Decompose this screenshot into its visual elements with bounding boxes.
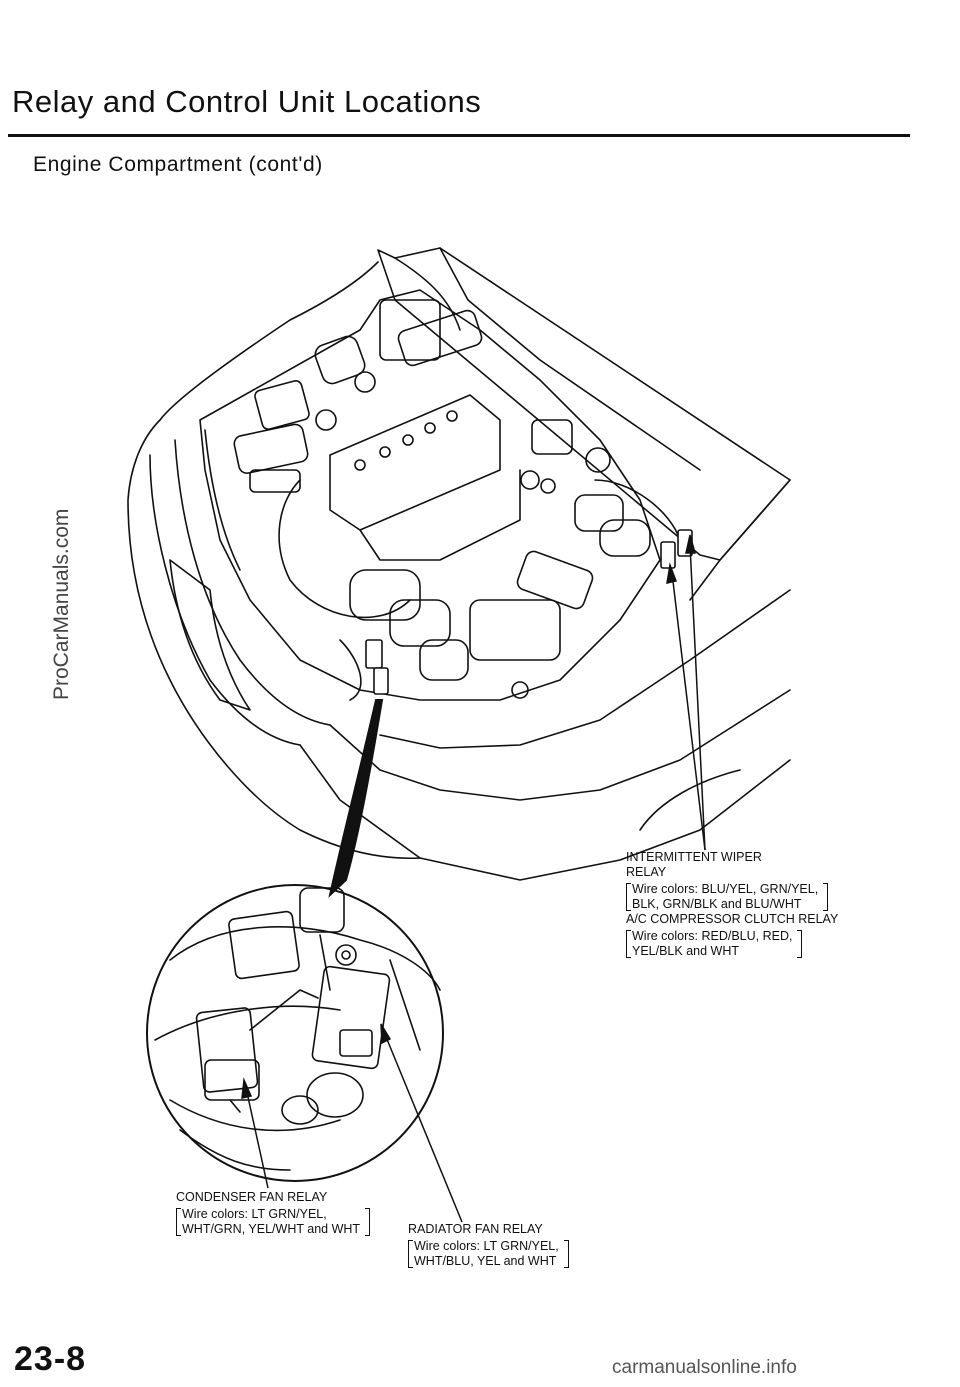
wire-colors-line: Wire colors: BLU/YEL, GRN/YEL, (632, 882, 819, 896)
wire-colors-line: WHT/BLU, YEL and WHT (414, 1254, 557, 1268)
wiper-relay-label: INTERMITTENT WIPER (626, 850, 762, 864)
wire-colors-line: Wire colors: RED/BLU, RED, (632, 929, 793, 943)
wire-colors-line: BLK, GRN/BLK and BLU/WHT (632, 897, 802, 911)
page-number: 23-8 (14, 1340, 87, 1378)
condenser-relay-label: CONDENSER FAN RELAY (176, 1190, 328, 1204)
ac-relay-label: A/C COMPRESSOR CLUTCH RELAY (626, 912, 839, 926)
section-subtitle: Engine Compartment (cont'd) (33, 153, 323, 176)
wire-colors-line: Wire colors: LT GRN/YEL, (182, 1207, 327, 1221)
radiator-relay-wire-colors: Wire colors: LT GRN/YEL, WHT/BLU, YEL an… (408, 1239, 569, 1269)
inset-pointer (328, 699, 384, 898)
wire-colors-line: Wire colors: LT GRN/YEL, (414, 1239, 559, 1253)
condenser-relay-wire-colors: Wire colors: LT GRN/YEL, WHT/GRN, YEL/WH… (176, 1207, 371, 1237)
radiator-relay-callout: RADIATOR FAN RELAY Wire colors: LT GRN/Y… (408, 1222, 569, 1269)
ac-relay-wire-colors: Wire colors: RED/BLU, RED, YEL/BLK and W… (626, 929, 803, 959)
title-rule (8, 134, 910, 137)
condenser-relay-callout: CONDENSER FAN RELAY Wire colors: LT GRN/… (176, 1190, 371, 1237)
wiper-relay-callout: INTERMITTENT WIPER RELAY Wire colors: BL… (626, 850, 838, 959)
wiper-relay-wire-colors: Wire colors: BLU/YEL, GRN/YEL, BLK, GRN/… (626, 882, 829, 912)
page-title: Relay and Control Unit Locations (12, 84, 482, 119)
radiator-relay-label: RADIATOR FAN RELAY (408, 1222, 543, 1236)
wire-colors-line: WHT/GRN, YEL/WHT and WHT (182, 1222, 361, 1236)
wiper-relay-label-2: RELAY (626, 865, 667, 879)
car-body-outline (159, 261, 379, 421)
footer-site-link[interactable]: carmanualsonline.info (612, 1357, 797, 1378)
detail-inset-circle (146, 884, 444, 1182)
wire-colors-line: YEL/BLK and WHT (632, 944, 739, 958)
